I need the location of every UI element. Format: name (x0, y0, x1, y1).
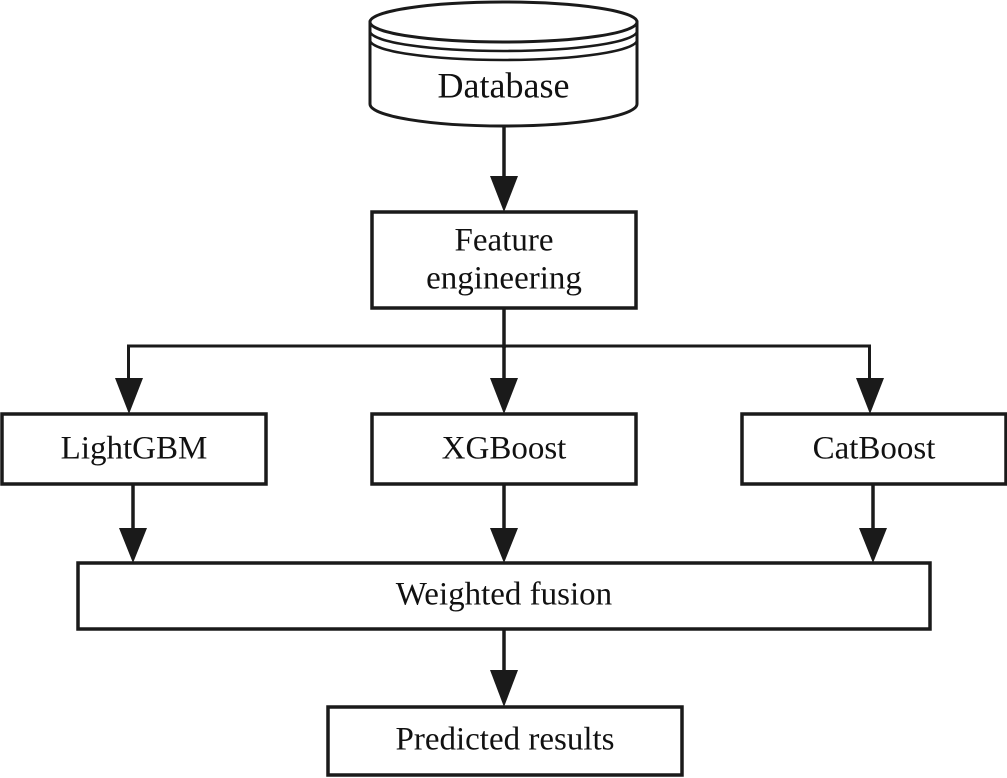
node-catboost[interactable]: CatBoost (740, 412, 1007, 486)
node-feature-engineering-label-line1: Feature (455, 223, 554, 259)
node-feature-engineering-label-line2: engineering (426, 261, 582, 297)
edge-feature-to-catboost (856, 346, 884, 414)
edge-fusion-to-predicted (490, 629, 518, 707)
node-weighted-fusion-label: Weighted fusion (396, 577, 612, 613)
node-database[interactable]: Database (368, 0, 639, 128)
node-xgboost-label: XGBoost (442, 431, 567, 467)
node-catboost-label: CatBoost (813, 431, 936, 467)
node-lightgbm-label: LightGBM (61, 431, 208, 467)
node-database-label: Database (438, 65, 570, 105)
node-predicted-results[interactable]: Predicted results (326, 705, 684, 777)
edge-catboost-to-fusion (859, 484, 887, 563)
edge-feature-to-xgboost (490, 346, 518, 414)
node-xgboost[interactable]: XGBoost (370, 412, 638, 486)
node-lightgbm[interactable]: LightGBM (0, 412, 268, 486)
node-predicted-results-label: Predicted results (395, 722, 614, 758)
edge-feature-to-lightgbm (115, 346, 143, 414)
edge-database-to-feature (490, 124, 518, 212)
node-weighted-fusion[interactable]: Weighted fusion (76, 561, 932, 631)
node-feature-engineering[interactable]: Feature engineering (370, 210, 638, 310)
connector-layer (115, 124, 887, 707)
edge-lightgbm-to-fusion (119, 484, 147, 563)
edge-xgboost-to-fusion (490, 484, 518, 563)
